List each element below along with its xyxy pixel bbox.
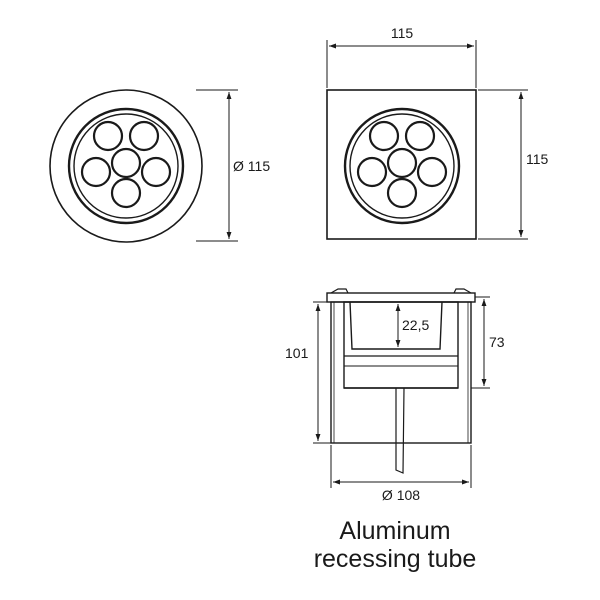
round-outer-ring <box>49 89 203 243</box>
square-width-label: 115 <box>391 25 414 41</box>
recess-cup <box>349 301 443 350</box>
caption-line-2: recessing tube <box>314 545 477 573</box>
overall-height-label: 101 <box>285 345 309 361</box>
square-lens-ring <box>349 113 455 219</box>
square-fixture-view: 115 115 <box>326 25 549 240</box>
square-led-cluster <box>356 120 448 209</box>
led <box>140 156 172 188</box>
led <box>92 120 124 152</box>
outer-tube <box>330 301 472 444</box>
led <box>404 120 436 152</box>
section-diameter-label: Ø 108 <box>382 487 420 503</box>
round-fixture-view: Ø 115 <box>49 89 270 243</box>
led-center <box>386 147 418 179</box>
caption-line-1: Aluminum <box>339 517 450 545</box>
round-lens-ring <box>73 113 179 219</box>
inner-height-label: 73 <box>489 334 505 350</box>
round-diameter-label: Ø 115 <box>233 158 270 174</box>
recessing-tube-section: 22,5 101 73 Ø 108 <box>285 288 505 503</box>
square-plate <box>326 89 477 240</box>
flange-clip-left <box>330 288 349 294</box>
led <box>386 177 418 209</box>
led <box>128 120 160 152</box>
square-height-label: 115 <box>526 151 549 167</box>
square-inner-ring <box>343 107 461 225</box>
round-led-cluster <box>80 120 172 209</box>
top-flange <box>326 292 476 303</box>
led <box>356 156 388 188</box>
led <box>368 120 400 152</box>
flange-clip-right <box>453 288 472 294</box>
round-inner-ring <box>67 107 185 225</box>
led <box>80 156 112 188</box>
recess-depth-label: 22,5 <box>402 317 429 333</box>
power-cable <box>395 387 405 474</box>
led <box>416 156 448 188</box>
led-center <box>110 147 142 179</box>
led <box>110 177 142 209</box>
